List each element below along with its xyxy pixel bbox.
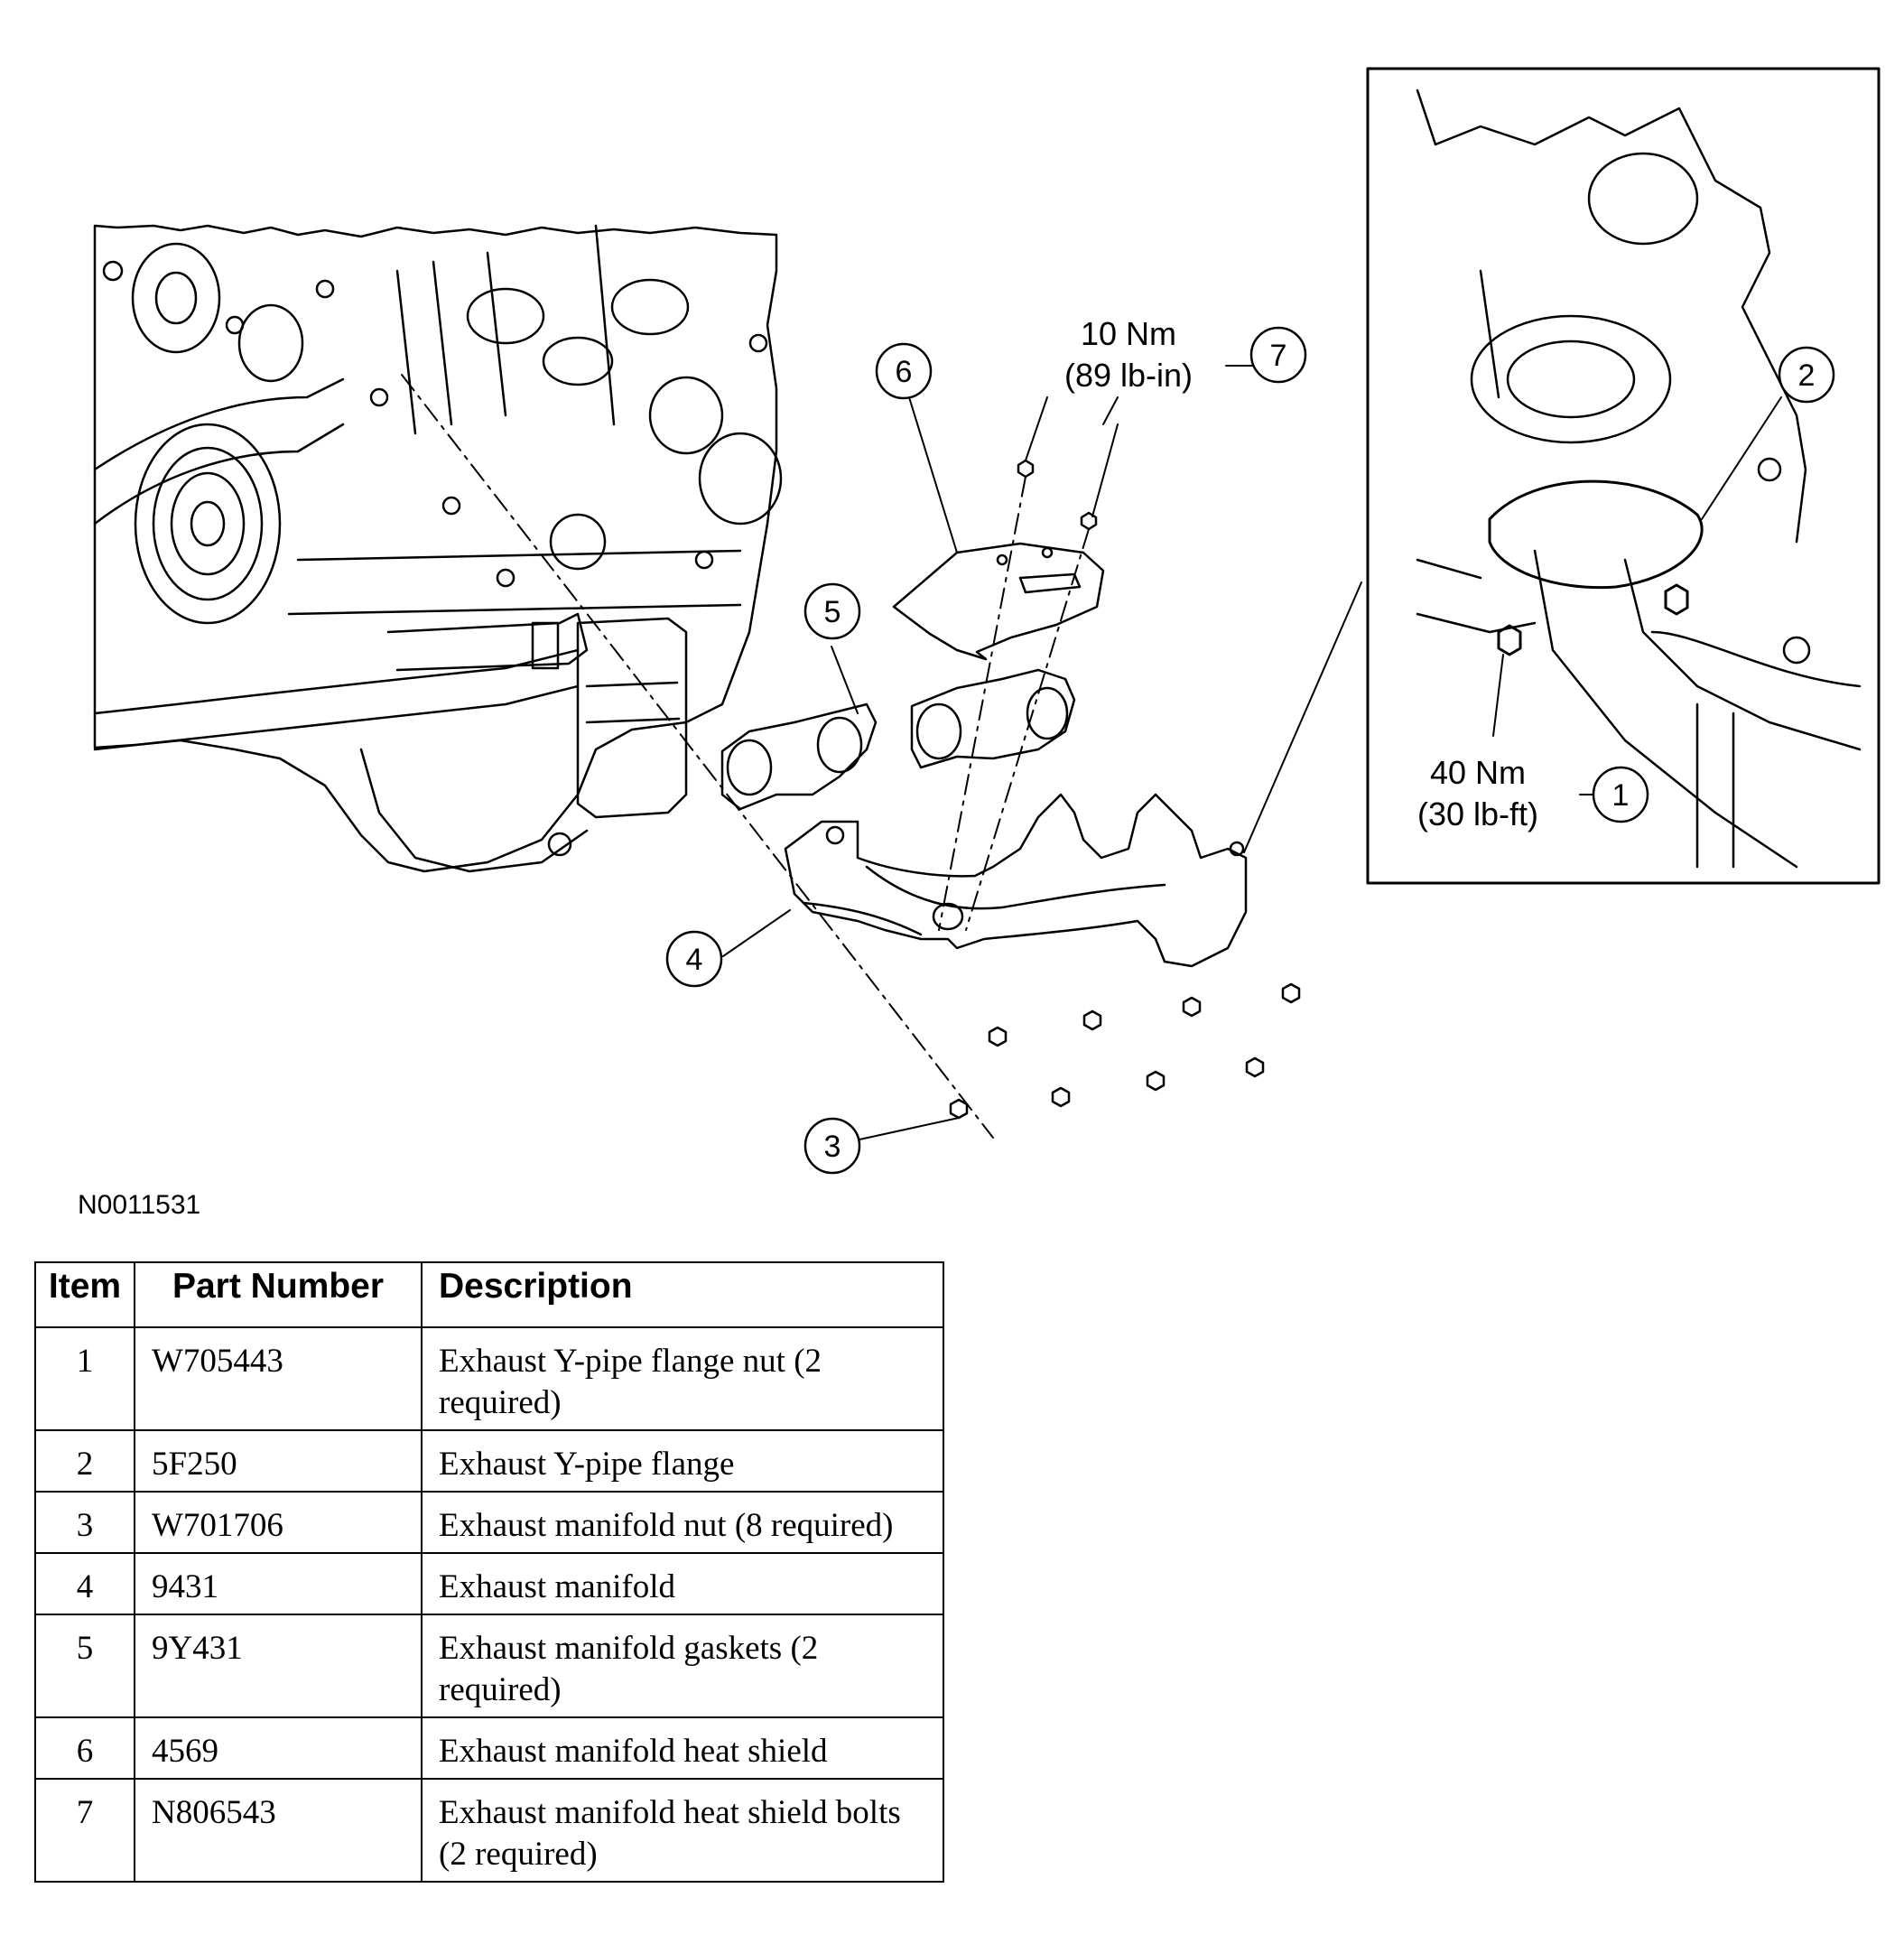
header-part-number: Part Number	[134, 1261, 423, 1328]
callout-7: 7	[1249, 326, 1307, 384]
row-description: Exhaust Y-pipe flange	[421, 1429, 944, 1493]
svg-text:(89 lb-in): (89 lb-in)	[1064, 357, 1193, 394]
row-description: Exhaust manifold gaskets (2 required)	[421, 1614, 944, 1718]
svg-text:10 Nm: 10 Nm	[1081, 315, 1176, 352]
table-header-row: Item Part Number Description	[34, 1261, 944, 1328]
heat-shield-illustration	[892, 542, 1105, 661]
row-description: Exhaust manifold heat shield	[421, 1716, 944, 1780]
detail-inset	[1366, 67, 1881, 885]
svg-text:7: 7	[1270, 339, 1287, 373]
svg-text:40 Nm: 40 Nm	[1430, 754, 1526, 791]
row-part-number: W705443	[134, 1326, 423, 1431]
gasket-left-illustration	[720, 702, 878, 811]
callout-5: 5	[803, 582, 861, 640]
row-description: Exhaust Y-pipe flange nut (2 required)	[421, 1326, 944, 1431]
table-row: 2 5F250 Exhaust Y-pipe flange	[34, 1429, 944, 1493]
callout-6: 6	[875, 342, 933, 400]
heat-shield-bolts-illustration	[1017, 459, 1098, 531]
callout-4: 4	[665, 930, 723, 988]
svg-text:6: 6	[896, 355, 913, 389]
row-part-number: 4569	[134, 1716, 423, 1780]
torque-spec-y-pipe-flange-nut: 40 Nm (30 lb-ft)	[1417, 754, 1538, 832]
row-part-number: 9431	[134, 1552, 423, 1615]
svg-text:3: 3	[824, 1130, 841, 1164]
row-part-number: 9Y431	[134, 1614, 423, 1718]
row-part-number: N806543	[134, 1778, 423, 1883]
exhaust-manifold-illustration	[784, 793, 1248, 968]
engine-block-illustration	[93, 224, 783, 873]
svg-text:4: 4	[686, 943, 703, 977]
table-row: 7 N806543 Exhaust manifold heat shield b…	[34, 1778, 944, 1883]
row-item: 1	[34, 1326, 135, 1431]
table-row: 1 W705443 Exhaust Y-pipe flange nut (2 r…	[34, 1326, 944, 1431]
table-row: 6 4569 Exhaust manifold heat shield	[34, 1716, 944, 1780]
row-description: Exhaust manifold	[421, 1552, 944, 1615]
svg-text:1: 1	[1612, 778, 1630, 813]
alignment-lines	[401, 374, 1090, 1139]
callout-1: 1	[1592, 766, 1649, 823]
callout-3: 3	[803, 1117, 861, 1175]
row-item: 7	[34, 1778, 135, 1883]
figure-id: N0011531	[78, 1190, 201, 1220]
row-part-number: W701706	[134, 1491, 423, 1554]
callout-2: 2	[1778, 346, 1835, 404]
torque-spec-heat-shield-bolts: 10 Nm (89 lb-in)	[1064, 315, 1193, 394]
row-item: 3	[34, 1491, 135, 1554]
row-item: 5	[34, 1614, 135, 1718]
row-item: 2	[34, 1429, 135, 1493]
manifold-nuts-illustration	[949, 982, 1301, 1120]
row-description: Exhaust manifold nut (8 required)	[421, 1491, 944, 1554]
parts-table: Item Part Number Description 1 W705443 E…	[34, 1261, 944, 1883]
row-item: 6	[34, 1716, 135, 1780]
exploded-view-diagram: 6 5 7 4 3 2 1 10 Nm (89 lb-in) 40 Nm (30…	[93, 67, 1881, 1175]
header-item: Item	[34, 1261, 135, 1328]
row-part-number: 5F250	[134, 1429, 423, 1493]
leader-lines	[722, 365, 1782, 1140]
table-row: 3 W701706 Exhaust manifold nut (8 requir…	[34, 1491, 944, 1554]
svg-text:(30 lb-ft): (30 lb-ft)	[1417, 795, 1538, 832]
table-row: 5 9Y431 Exhaust manifold gaskets (2 requ…	[34, 1614, 944, 1718]
row-description: Exhaust manifold heat shield bolts (2 re…	[421, 1778, 944, 1883]
svg-text:5: 5	[824, 595, 841, 629]
svg-text:2: 2	[1798, 358, 1816, 393]
row-item: 4	[34, 1552, 135, 1615]
gasket-right-illustration	[910, 668, 1076, 769]
header-description: Description	[421, 1261, 944, 1328]
table-row: 4 9431 Exhaust manifold	[34, 1552, 944, 1615]
